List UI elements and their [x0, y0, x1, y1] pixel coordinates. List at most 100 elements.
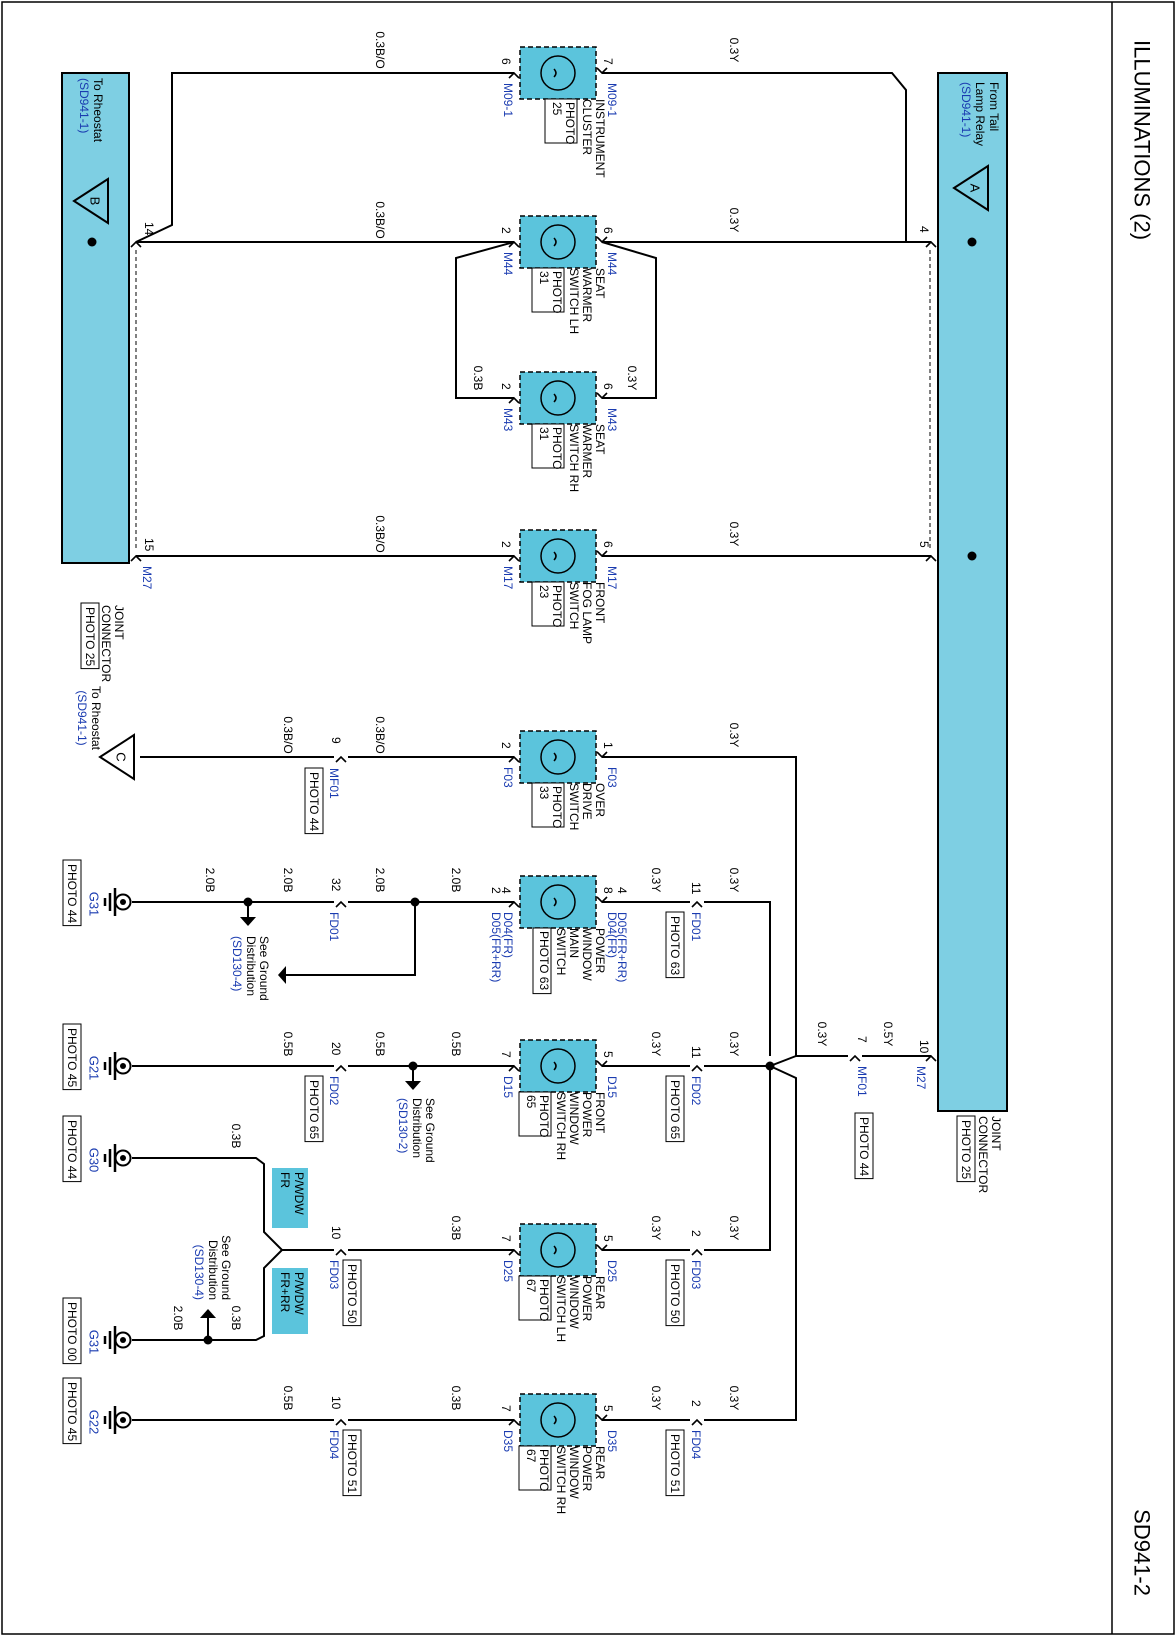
pin-terminal	[335, 1248, 347, 1256]
photo-box	[956, 1115, 976, 1183]
component-name: INSTRUMENT	[593, 99, 607, 178]
ground-icon	[120, 899, 126, 905]
label: 0.3Y	[815, 1022, 829, 1047]
photo-label: PHOTO 44	[65, 864, 79, 923]
component-name: MAIN	[567, 928, 581, 958]
photo-label: 25	[550, 102, 564, 116]
lamp-icon	[553, 897, 557, 907]
connector-id: M09-1	[605, 83, 619, 117]
photo-label: PHOTO	[563, 102, 577, 144]
photo-box	[518, 1091, 552, 1137]
label: 0.3B	[449, 1216, 463, 1241]
joint-connector-right	[937, 72, 1008, 1112]
photo-label: 31	[537, 271, 551, 285]
ground-icon	[120, 1063, 126, 1069]
connector-id: D04(FR)	[605, 912, 619, 958]
label: M27	[140, 566, 154, 590]
lamp-icon	[553, 1245, 557, 1255]
pin-terminal	[508, 240, 520, 248]
component-name: WINDOW	[567, 1446, 581, 1499]
component-name: SWITCH LH	[567, 268, 581, 334]
photo-box	[665, 1259, 685, 1327]
label: (SD130-2)	[396, 1098, 410, 1153]
photo-box	[62, 1115, 82, 1183]
pin-terminal	[691, 1248, 703, 1256]
photo-label: PHOTO	[537, 1279, 551, 1321]
photo-label: PHOTO	[550, 271, 564, 313]
label: 0.3Y	[727, 522, 741, 547]
label: 0.3Y	[649, 1032, 663, 1057]
shield-lines	[135, 250, 931, 548]
lamp-icon	[540, 380, 576, 416]
pin-number: 5	[601, 1051, 615, 1058]
marker-letter: C	[114, 752, 129, 761]
label: 20	[329, 1042, 343, 1056]
label: 11	[689, 1046, 703, 1059]
component-name: FRONT	[593, 582, 607, 624]
pin-number: 7	[499, 1051, 513, 1058]
photo-box	[518, 1275, 552, 1321]
pin-terminal	[130, 554, 142, 562]
connector-id: D35	[501, 1430, 515, 1452]
component-name: SWITCH	[567, 783, 581, 830]
ground-ref-arrow	[405, 1081, 421, 1090]
pin-terminal	[508, 1418, 520, 1426]
connector-id: M44	[501, 252, 515, 276]
pin-number: 7	[499, 1405, 513, 1412]
photo-label: PHOTO	[550, 786, 564, 828]
label: FD01	[689, 912, 703, 942]
photo-label: PHOTO 00	[65, 1302, 79, 1361]
component-name: POWER	[593, 928, 607, 974]
component-name: WINDOW	[580, 928, 594, 981]
photo-box	[304, 767, 324, 835]
connector-id: D04(FR)	[501, 912, 515, 958]
reference-marker	[98, 733, 135, 781]
splice-dot	[967, 237, 977, 247]
pin-number: 8	[601, 887, 615, 894]
switch-body	[519, 730, 597, 784]
pin-terminal	[335, 900, 347, 908]
component-name: SWITCH RH	[554, 1446, 568, 1514]
label: 0.3B/O	[281, 716, 295, 753]
photo-label: 31	[537, 427, 551, 441]
label: 0.5B	[373, 1032, 387, 1057]
label: 0.3B	[229, 1306, 243, 1331]
pin-terminal	[508, 1064, 520, 1072]
photo-box	[62, 859, 82, 927]
wire	[455, 241, 515, 399]
label: 32	[329, 878, 343, 892]
label: CONNECTOR	[99, 605, 113, 682]
lamp-icon	[540, 1048, 576, 1084]
label: 10	[329, 1396, 343, 1410]
lamp-icon	[540, 1402, 576, 1438]
pin-terminal	[691, 1064, 703, 1072]
pin-terminal	[508, 1248, 520, 1256]
photo-box	[304, 1075, 324, 1143]
photo-label: PHOTO 65	[668, 1080, 682, 1139]
lamp-icon	[553, 752, 557, 762]
label: 0.3B	[449, 1386, 463, 1411]
component-name: WINDOW	[567, 1092, 581, 1145]
lamp-icon	[540, 739, 576, 775]
label: 0.3B/O	[373, 515, 387, 552]
pin-number: 7	[499, 1235, 513, 1242]
ground-icon	[120, 1155, 126, 1161]
label: JOINT	[112, 605, 126, 640]
connector-id: M09-1	[501, 83, 515, 117]
label: 0.3B	[229, 1124, 243, 1149]
connector-id: D25	[501, 1260, 515, 1282]
lamp-icon	[553, 68, 557, 78]
pin-number: 5	[601, 1405, 615, 1412]
pin-terminal	[596, 1060, 608, 1068]
label: MF01	[327, 768, 341, 799]
label: M27	[914, 1066, 928, 1090]
label: P/WDW	[292, 1172, 306, 1215]
pin-terminal	[596, 896, 608, 904]
pin-number: 2	[489, 887, 503, 894]
photo-label: PHOTO	[537, 1095, 551, 1137]
